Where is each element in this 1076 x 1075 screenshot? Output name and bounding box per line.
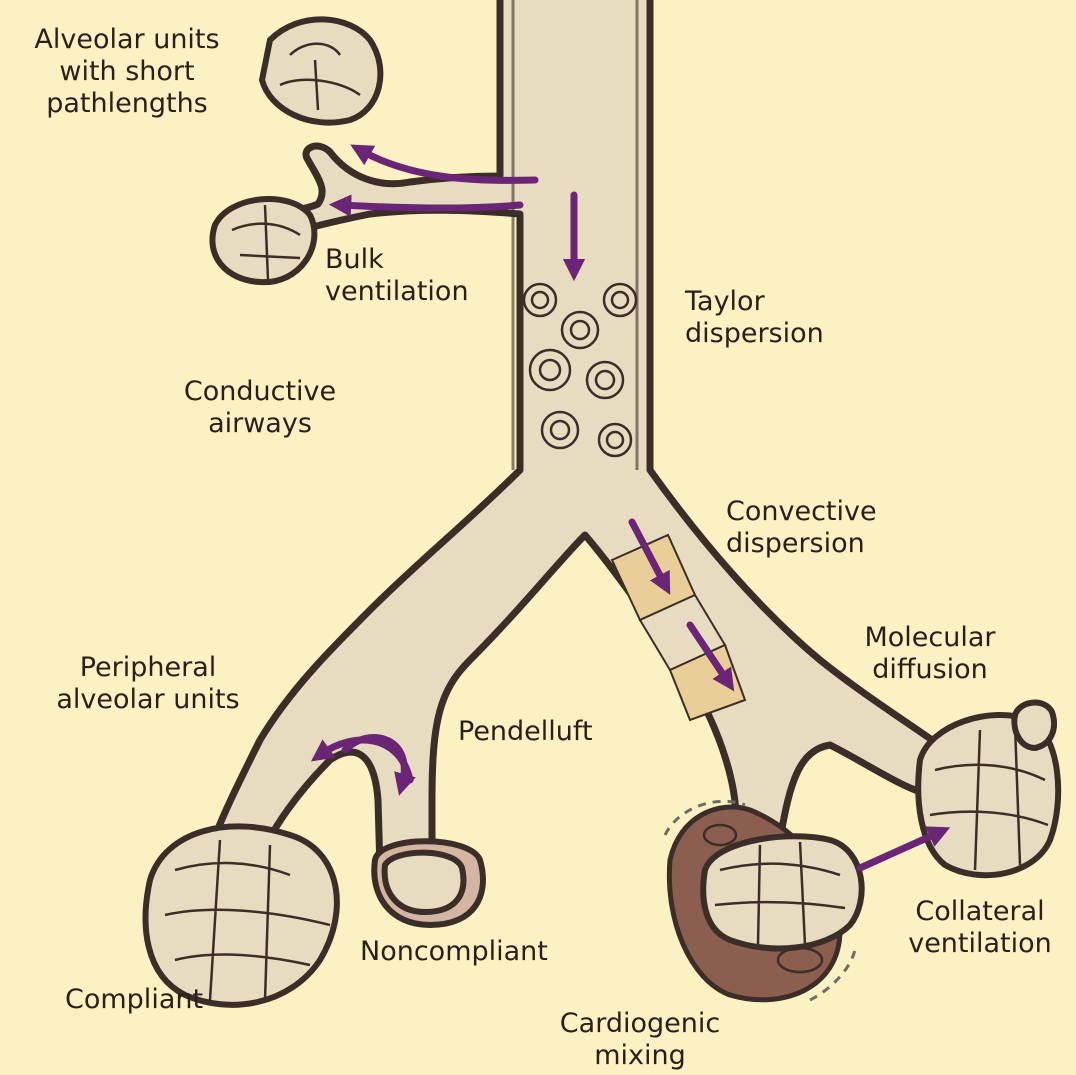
noncompliant-cluster <box>374 841 483 925</box>
bulk-arrow-lower <box>340 205 520 208</box>
label-compliant: Compliant <box>65 984 203 1016</box>
label-line: with short <box>12 56 242 88</box>
label-noncompliant: Noncompliant <box>360 936 548 968</box>
label-line: ventilation <box>325 276 469 308</box>
label-alveolar-short: Alveolar units with short pathlengths <box>12 24 242 120</box>
label-line: Peripheral <box>28 652 268 684</box>
label-line: Collateral <box>895 896 1065 928</box>
collateral-arrow <box>860 832 940 868</box>
label-conductive-airways: Conductive airways <box>160 376 360 440</box>
label-line: Conductive <box>160 376 360 408</box>
label-line: mixing <box>530 1040 750 1072</box>
label-molecular-diffusion: Molecular diffusion <box>845 622 1015 686</box>
label-taylor-dispersion: Taylor dispersion <box>685 286 824 350</box>
label-line: Convective <box>726 496 877 528</box>
label-line: dispersion <box>726 528 877 560</box>
label-line: Molecular <box>845 622 1015 654</box>
label-convective-dispersion: Convective dispersion <box>726 496 877 560</box>
label-pendelluft: Pendelluft <box>458 716 593 748</box>
label-line: Cardiogenic <box>530 1008 750 1040</box>
label-line: pathlengths <box>12 88 242 120</box>
label-bulk-ventilation: Bulk ventilation <box>325 244 469 308</box>
label-line: Bulk <box>325 244 469 276</box>
label-line: dispersion <box>685 318 824 350</box>
label-line: Taylor <box>685 286 824 318</box>
label-collateral-ventilation: Collateral ventilation <box>895 896 1065 960</box>
label-line: Alveolar units <box>12 24 242 56</box>
compliant-cluster <box>146 826 337 1004</box>
label-peripheral-alveolar: Peripheral alveolar units <box>28 652 268 716</box>
label-line: alveolar units <box>28 684 268 716</box>
label-cardiogenic-mixing: Cardiogenic mixing <box>530 1008 750 1072</box>
label-line: diffusion <box>845 654 1015 686</box>
label-line: airways <box>160 408 360 440</box>
label-line: ventilation <box>895 928 1065 960</box>
